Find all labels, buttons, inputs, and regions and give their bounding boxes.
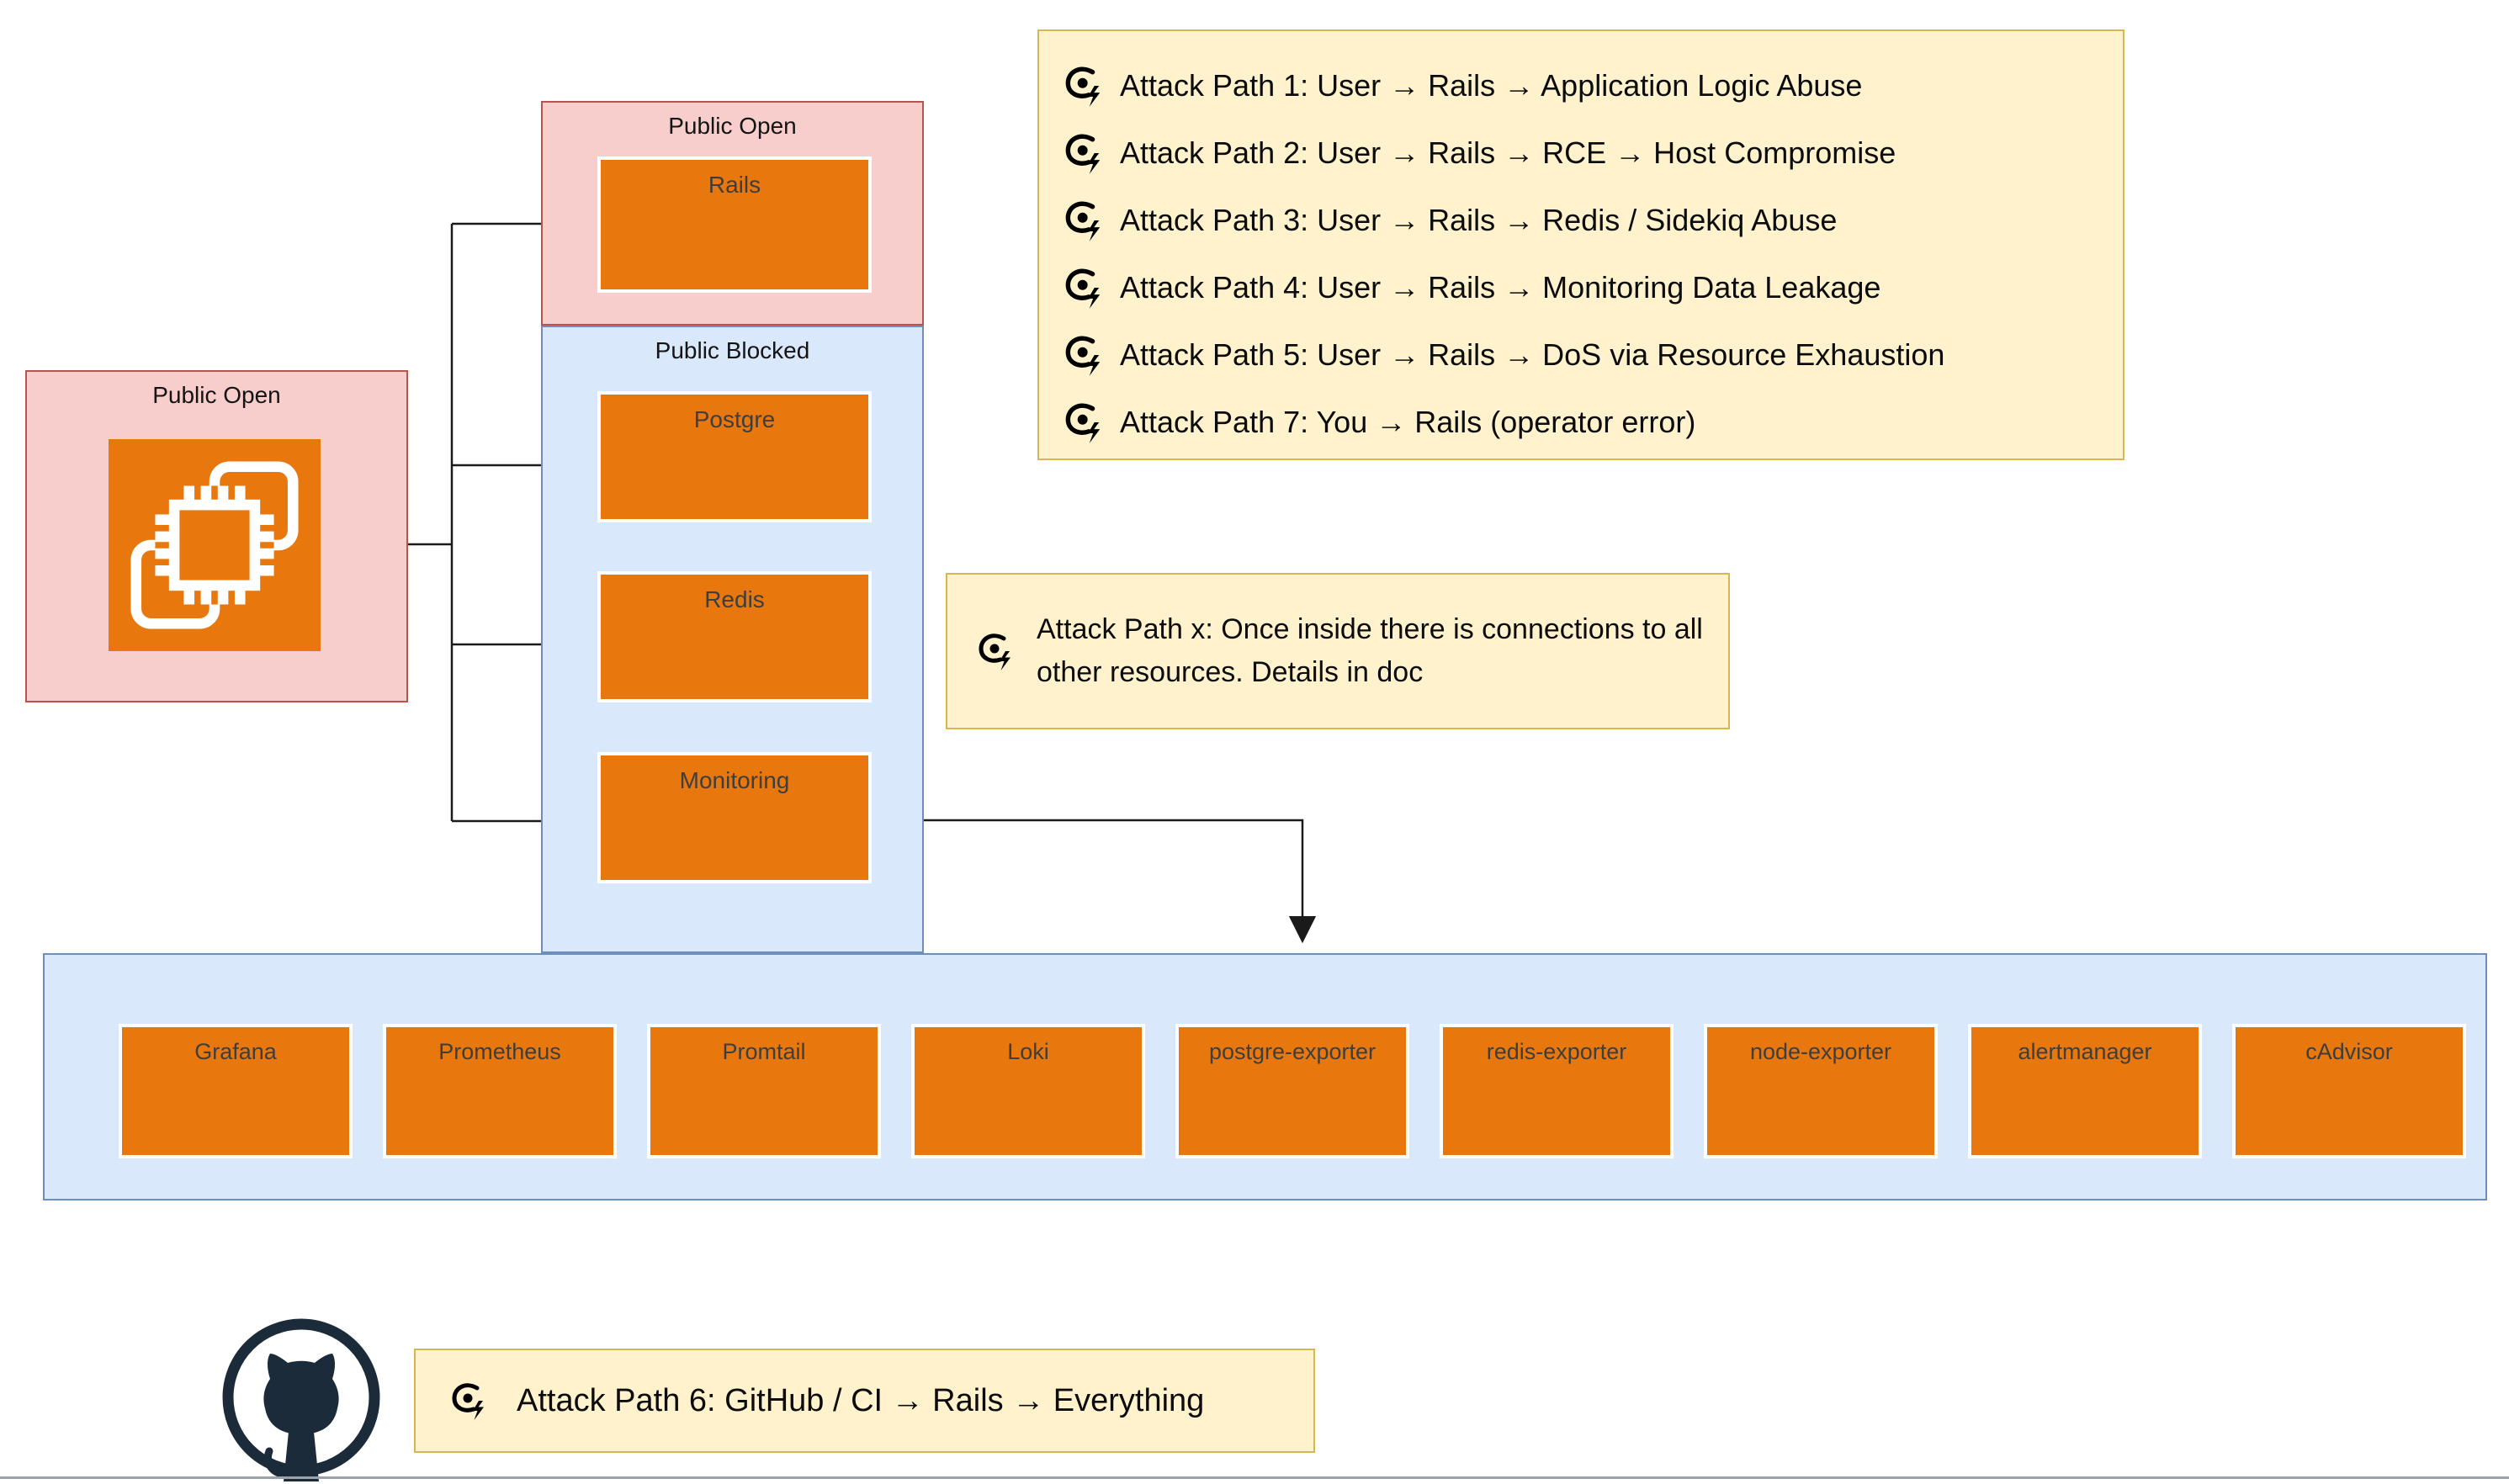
service-node[interactable]: Postgre — [597, 391, 872, 522]
node-label: Postgre — [693, 406, 776, 432]
threat-eye-icon — [451, 1381, 491, 1421]
attack-path-item: Attack Path 4: User → Rails → Monitoring… — [1064, 254, 2106, 321]
service-node[interactable]: Prometheus — [383, 1024, 617, 1158]
inside-access-note[interactable]: Attack Path x: Once inside there is conn… — [946, 573, 1730, 729]
connector-monitoring-to-bar — [871, 819, 1317, 944]
node-label: alertmanager — [2018, 1039, 2152, 1064]
node-label: Promtail — [722, 1039, 806, 1064]
attack-path-text: Attack Path 2: User → Rails → RCE → Host… — [1120, 135, 1896, 170]
threat-eye-icon — [1064, 400, 1108, 444]
group-label: Public Open — [668, 113, 797, 139]
github-attack-note[interactable]: Attack Path 6: GitHub / CI → Rails → Eve… — [414, 1349, 1315, 1453]
threat-eye-icon — [1064, 64, 1108, 108]
node-label: Prometheus — [438, 1039, 561, 1064]
attack-path-text: Attack Path 7: You → Rails (operator err… — [1120, 405, 1696, 439]
node-label: redis-exporter — [1486, 1039, 1627, 1064]
cpu-chip-icon — [109, 439, 321, 651]
service-node[interactable]: postgre-exporter — [1175, 1024, 1409, 1158]
node-label: Monitoring — [679, 767, 790, 793]
threat-eye-icon — [1064, 333, 1108, 377]
connector-chip-trunk — [406, 224, 454, 821]
node-label: Redis — [704, 586, 765, 612]
attack-path-text: Attack Path 1: User → Rails → Applicatio… — [1120, 68, 1863, 103]
group-public-open-rails[interactable]: Public Open Rails — [541, 101, 924, 326]
attack-path-text: Attack Path 4: User → Rails → Monitoring… — [1120, 270, 1881, 305]
service-node[interactable]: Grafana — [119, 1024, 353, 1158]
service-node[interactable]: Promtail — [647, 1024, 881, 1158]
threat-eye-icon — [1064, 131, 1108, 175]
bottom-divider — [0, 1476, 2509, 1479]
threat-eye-icon — [1064, 199, 1108, 242]
attack-path-item: Attack Path 1: User → Rails → Applicatio… — [1064, 52, 2106, 119]
attack-paths-note[interactable]: Attack Path 1: User → Rails → Applicatio… — [1037, 29, 2124, 460]
service-node[interactable]: Loki — [911, 1024, 1145, 1158]
note-text: Attack Path x: Once inside there is conn… — [1037, 613, 1703, 688]
service-node[interactable]: Monitoring — [597, 752, 872, 883]
group-public-blocked[interactable]: Public Blocked Postgre Redis Monitoring — [541, 326, 924, 953]
group-monitoring-services[interactable]: Grafana Prometheus Promtail Loki postgre… — [43, 953, 2487, 1200]
attack-path-item: Attack Path 3: User → Rails → Redis / Si… — [1064, 187, 2106, 254]
cpu-chip-node[interactable] — [109, 439, 321, 651]
threat-eye-icon — [978, 631, 1018, 671]
node-label: Loki — [1007, 1039, 1049, 1064]
attack-path-item: Attack Path 2: User → Rails → RCE → Host… — [1064, 119, 2106, 187]
node-label: Grafana — [194, 1039, 277, 1064]
service-node[interactable]: node-exporter — [1704, 1024, 1938, 1158]
github-logo — [217, 1313, 385, 1483]
attack-path-text: Attack Path 5: User → Rails → DoS via Re… — [1120, 337, 1945, 372]
group-label: Public Open — [152, 382, 281, 408]
service-node[interactable]: alertmanager — [1968, 1024, 2202, 1158]
attack-path-item: Attack Path 7: You → Rails (operator err… — [1064, 389, 2106, 456]
node-label: postgre-exporter — [1208, 1039, 1377, 1064]
attack-path-text: Attack Path 3: User → Rails → Redis / Si… — [1120, 203, 1838, 237]
service-node-rails[interactable]: Rails — [597, 156, 872, 293]
group-public-open-left[interactable]: Public Open — [25, 370, 408, 702]
node-label: Rails — [708, 172, 761, 198]
node-label: node-exporter — [1749, 1039, 1892, 1064]
service-node[interactable]: redis-exporter — [1440, 1024, 1674, 1158]
group-label: Public Blocked — [655, 337, 810, 363]
attack-path-item: Attack Path 5: User → Rails → DoS via Re… — [1064, 321, 2106, 389]
note-text: Attack Path 6: GitHub / CI → Rails → Eve… — [517, 1382, 1205, 1418]
service-node[interactable]: Redis — [597, 571, 872, 702]
threat-eye-icon — [1064, 266, 1108, 310]
node-label: cAdvisor — [2305, 1039, 2393, 1064]
service-node[interactable]: cAdvisor — [2232, 1024, 2466, 1158]
